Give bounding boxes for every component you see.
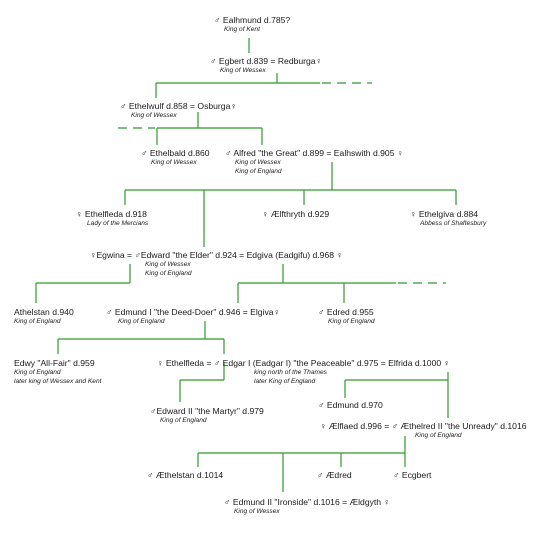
person-name: ♂ Edmund d.970 xyxy=(318,400,383,410)
person-aelfthryth: ♀ Ælfthryth d.929 xyxy=(262,209,329,220)
person-name: ♂ Ædred xyxy=(317,470,352,480)
person-name: ♀ Ælflaed d.996 = ♂ Æthelred II "the Unr… xyxy=(320,421,527,431)
person-title: King of Wessex xyxy=(235,159,281,166)
person-title: King of England xyxy=(328,318,375,325)
person-name: ♀ Ælfthryth d.929 xyxy=(262,209,330,219)
person-aethelred-ii: ♀ Ælflaed d.996 = ♂ Æthelred II "the Unr… xyxy=(320,421,527,441)
person-title: King of Wessex xyxy=(220,67,266,74)
person-edwy: Edwy "All-Fair" d.959 King of England la… xyxy=(14,358,101,386)
person-name: ♂ Ethelbald d.860 xyxy=(141,148,210,158)
person-title-2: King of England xyxy=(235,167,282,175)
person-name: ♂ Edred d.955 xyxy=(318,307,374,317)
person-name: ♂ Ealhmund d.785? xyxy=(214,15,291,25)
person-ethelbald: ♂ Ethelbald d.860 King of Wessex xyxy=(141,148,210,168)
person-name: ♂Edward II "the Martyr" d.979 xyxy=(150,406,264,416)
person-athelstan: Athelstan d.940 King of England xyxy=(14,307,74,327)
person-name: ♂ Ethelwulf d.858 = Osburga♀ xyxy=(120,101,237,111)
person-name: ♂ Ecgbert xyxy=(393,470,432,480)
person-ethelwulf: ♂ Ethelwulf d.858 = Osburga♀ King of Wes… xyxy=(120,101,237,121)
person-title-2: later king of Wessex and Kent xyxy=(14,377,102,385)
person-edmund-ironside: ♂ Edmund II "Ironside" d.1016 = Ældgyth … xyxy=(224,497,390,517)
person-title: King of England xyxy=(160,417,207,424)
person-name: Edwy "All-Fair" d.959 xyxy=(14,358,95,368)
person-aethelstan-1014: ♂ Æthelstan d.1014 xyxy=(147,470,223,481)
person-name: ♀ Ethelgiva d.884 xyxy=(410,209,479,219)
person-title: King of Wessex xyxy=(151,159,197,166)
person-name: ♀Egwina = ♂Edward "the Elder" d.924 = Ed… xyxy=(90,250,343,260)
person-title: King of Wessex xyxy=(131,112,177,119)
person-edmund-970: ♂ Edmund d.970 xyxy=(318,400,383,411)
person-name: ♂ Egbert d.839 = Redburga♀ xyxy=(210,56,323,66)
person-ecgbert: ♂ Ecgbert xyxy=(393,470,431,481)
person-title: king north of the Thames xyxy=(254,369,327,376)
person-name: ♀ Ethelfleda = ♂ Edgar I (Eadgar I) "the… xyxy=(157,358,450,368)
person-edmund-i: ♂ Edmund I "the Deed-Doer" d.946 = Elgiv… xyxy=(106,307,280,327)
person-title-2: later King of England xyxy=(254,377,316,385)
person-title: King of England xyxy=(14,318,61,325)
person-edred: ♂ Edred d.955 King of England xyxy=(318,307,375,327)
person-edward-the-martyr: ♂Edward II "the Martyr" d.979 King of En… xyxy=(150,406,264,426)
person-name: ♀ Ethelfleda d.918 xyxy=(76,209,147,219)
person-title: King of Wessex xyxy=(234,508,280,515)
person-title: King of Kent xyxy=(224,26,260,33)
person-name: ♂ Edmund I "the Deed-Doer" d.946 = Elgiv… xyxy=(106,307,281,317)
person-aedred: ♂ Ædred xyxy=(317,470,352,481)
person-title: King of England xyxy=(118,318,165,325)
person-title: King of Wessex xyxy=(145,261,191,268)
person-edward-the-elder: ♀Egwina = ♂Edward "the Elder" d.924 = Ed… xyxy=(90,250,343,278)
person-alfred: ♂ Alfred "the Great" d.899 = Ealhswith d… xyxy=(225,148,403,176)
person-name: ♂ Edmund II "Ironside" d.1016 = Ældgyth … xyxy=(224,497,390,507)
person-name: ♂ Æthelstan d.1014 xyxy=(147,470,224,480)
person-name: Athelstan d.940 xyxy=(14,307,74,317)
person-title: King of England xyxy=(14,369,61,376)
person-title-2: King of England xyxy=(145,269,192,277)
person-title: King of England xyxy=(415,432,462,439)
person-ealhmund: ♂ Ealhmund d.785? King of Kent xyxy=(214,15,290,35)
person-egbert: ♂ Egbert d.839 = Redburga♀ King of Wesse… xyxy=(210,56,322,76)
person-ethelfleda-918: ♀ Ethelfleda d.918 Lady of the Mercians xyxy=(76,209,148,229)
person-title: Lady of the Mercians xyxy=(87,220,149,227)
person-title: Abbess of Shaftesbury xyxy=(420,220,487,227)
person-edgar-i: ♀ Ethelfleda = ♂ Edgar I (Eadgar I) "the… xyxy=(157,358,450,386)
person-name: ♂ Alfred "the Great" d.899 = Ealhswith d… xyxy=(225,148,404,158)
person-ethelgiva: ♀ Ethelgiva d.884 Abbess of Shaftesbury xyxy=(410,209,486,229)
